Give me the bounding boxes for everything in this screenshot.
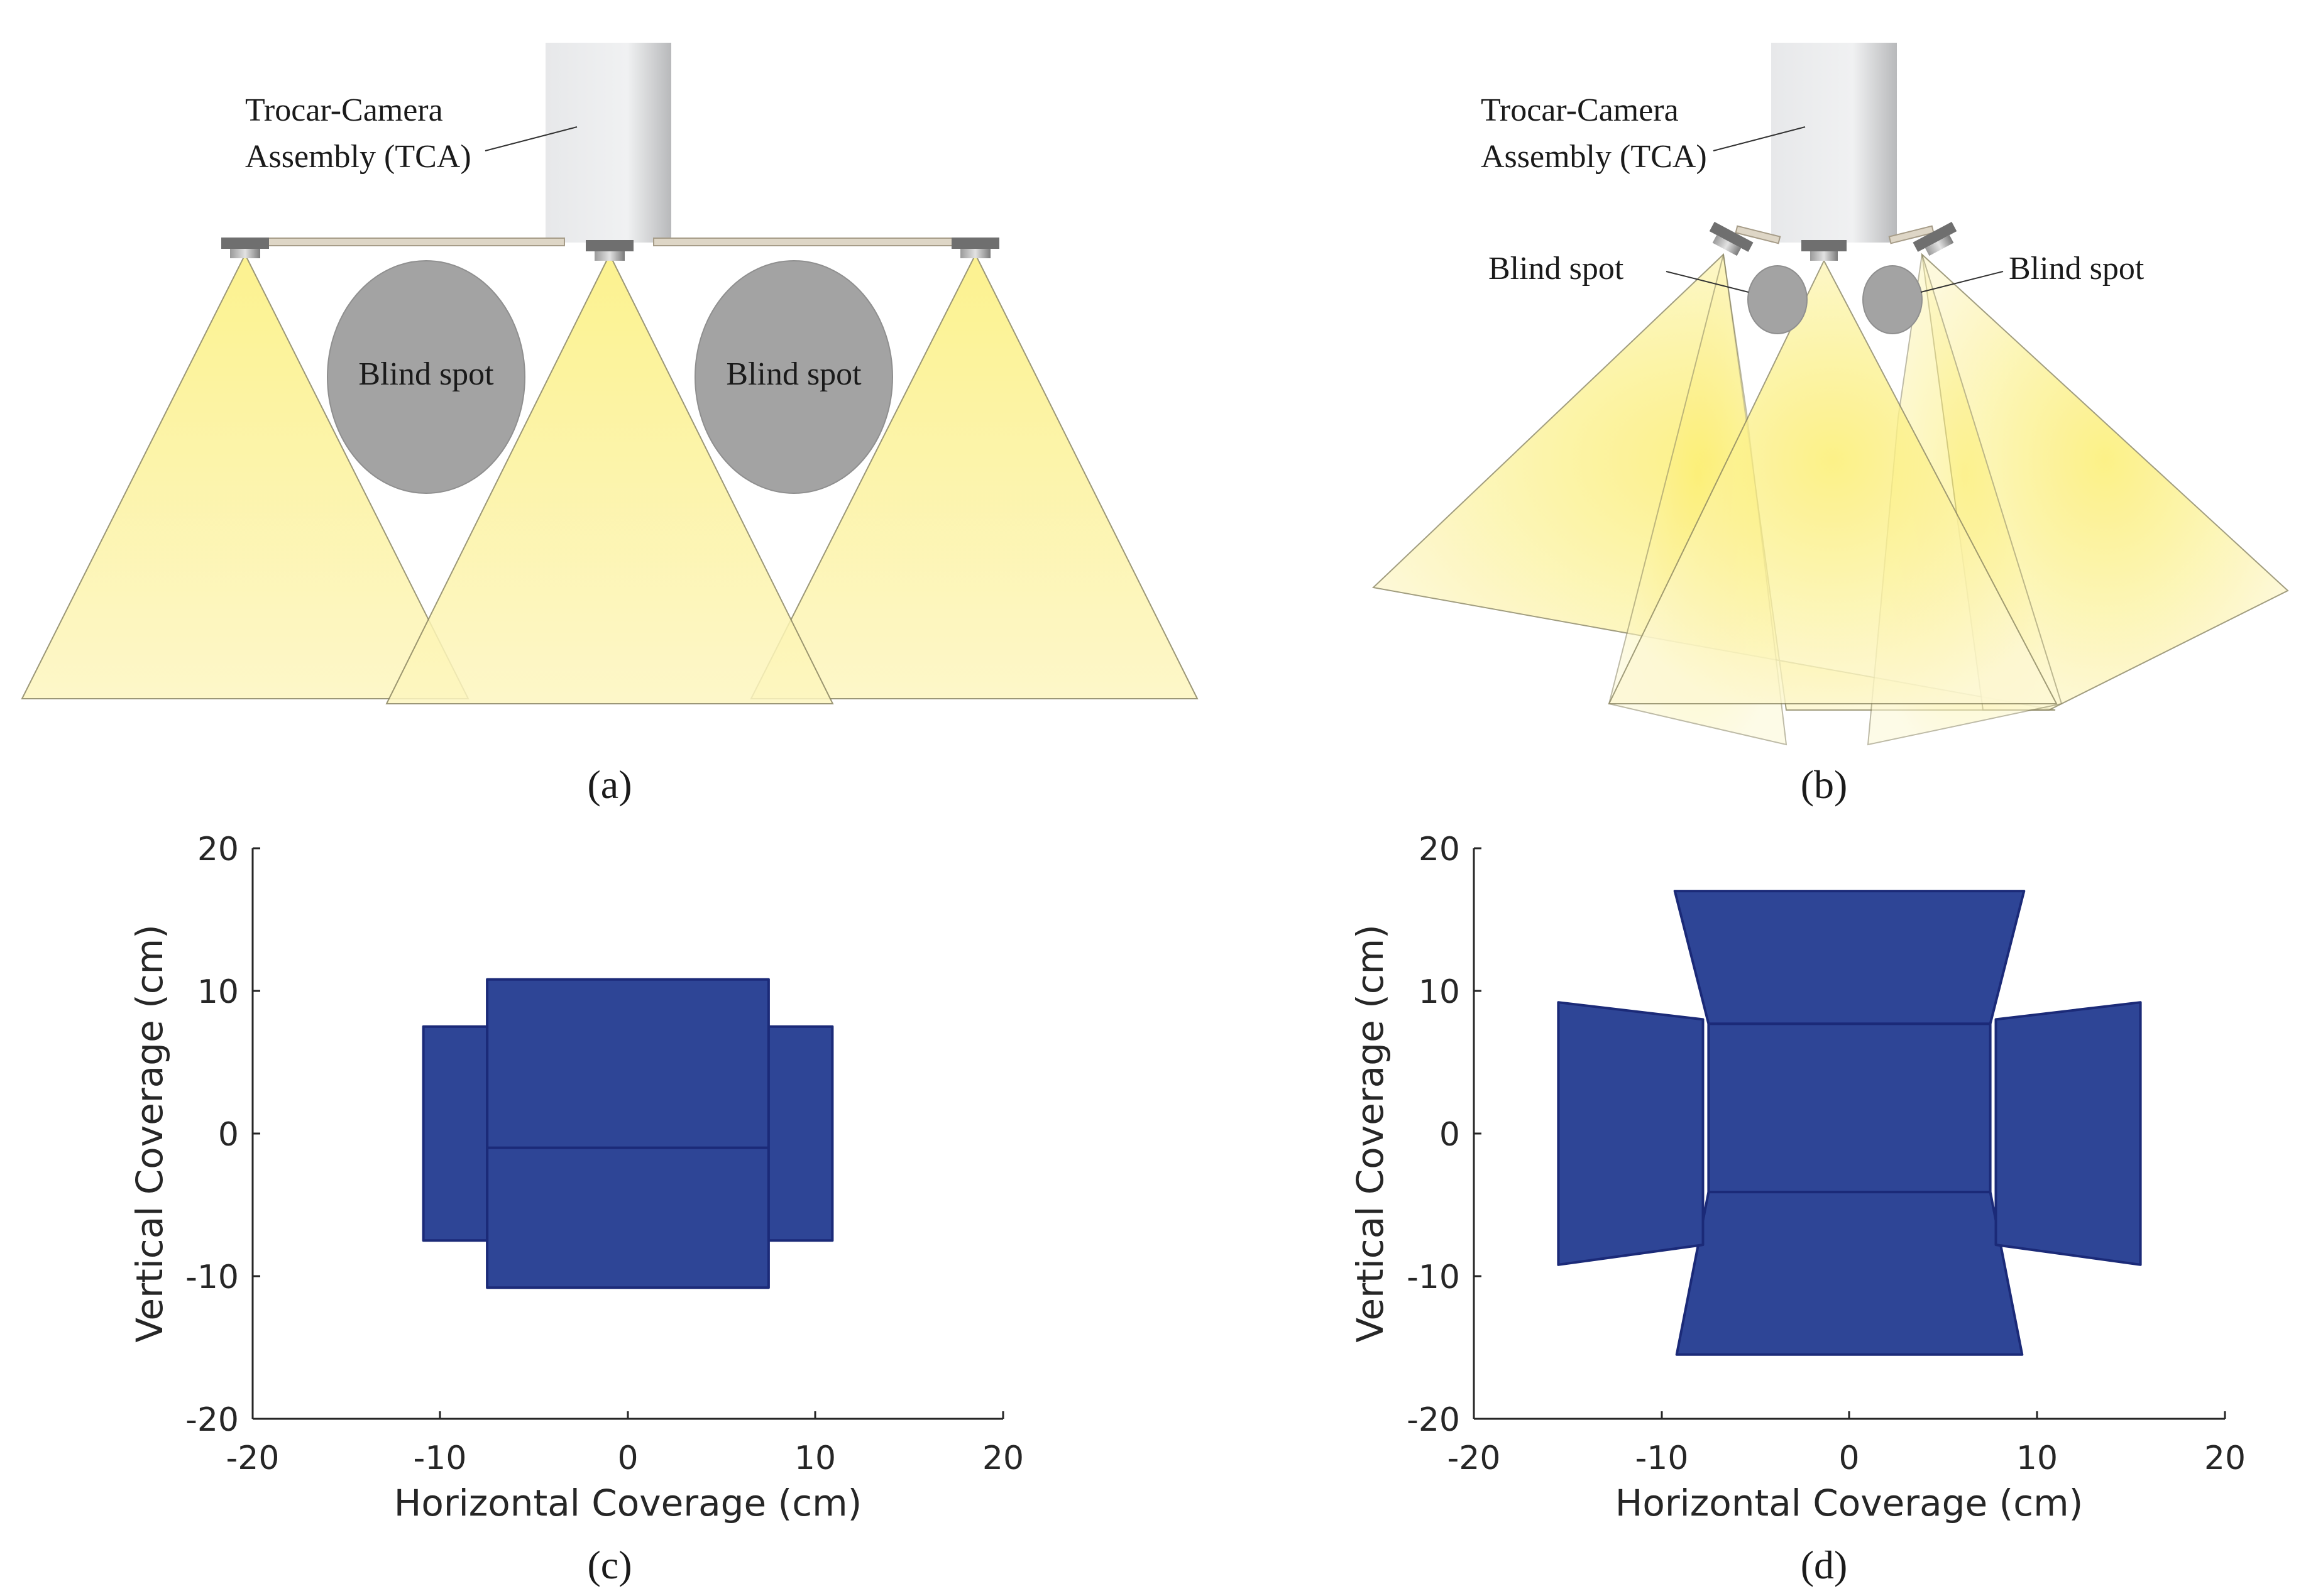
light-cone-center xyxy=(385,253,834,704)
chart-c-polygons xyxy=(422,978,834,1289)
blind-spot-right xyxy=(1862,265,1923,334)
blind-spot-label-left: Blind spot xyxy=(358,356,494,392)
y-tick-label: 0 xyxy=(218,1116,239,1154)
y-tick-label: -20 xyxy=(1407,1401,1460,1439)
y-ticks-c xyxy=(253,847,260,1420)
coverage-polygon xyxy=(1675,1191,2024,1356)
tca-label-line2: Assembly (TCA) xyxy=(245,139,471,175)
coverage-polygon xyxy=(1673,890,2026,1025)
panel-a: Blind spot Blind spot Trocar-Camera Asse… xyxy=(21,43,1199,807)
x-tick-label: -20 xyxy=(226,1440,280,1477)
tca-leader-line xyxy=(485,126,578,151)
blind-spot-leader-right xyxy=(1920,271,2004,293)
y-tick-label: -10 xyxy=(185,1259,239,1296)
coverage-polygon xyxy=(767,1025,834,1242)
x-tick-label: -10 xyxy=(414,1440,467,1477)
blind-spot-label-left: Blind spot xyxy=(1488,251,1624,287)
y-tick-label: -10 xyxy=(1407,1259,1460,1296)
y-tick-label: 10 xyxy=(1419,973,1460,1011)
camera-icon-left xyxy=(1709,221,1754,256)
blind-spot-left xyxy=(1747,265,1808,334)
x-ticks-c xyxy=(251,1411,1004,1419)
tca-arm-right xyxy=(1888,225,1935,244)
camera-icon-left xyxy=(221,238,269,258)
x-tick-label: 10 xyxy=(794,1440,836,1477)
x-tick-label: -10 xyxy=(1635,1440,1689,1477)
x-tick-label: 0 xyxy=(1838,1440,1859,1477)
caption-a: (a) xyxy=(587,762,632,807)
coverage-polygon xyxy=(1707,1022,1992,1194)
tca-arm-right xyxy=(653,238,972,246)
panel-d: -20 -10 0 10 20 20 10 0 -10 -20 Horizont… xyxy=(1349,831,2246,1587)
light-cone-left xyxy=(21,253,470,699)
y-ticks-d xyxy=(1474,847,1481,1420)
tca-cylinder xyxy=(546,43,671,243)
coverage-polygon xyxy=(1557,1001,1705,1266)
x-tick-label: -20 xyxy=(1447,1440,1501,1477)
caption-b: (b) xyxy=(1801,762,1848,807)
y-tick-label: 20 xyxy=(1419,831,1460,868)
blind-spot-right xyxy=(695,260,893,494)
y-tick-label: 0 xyxy=(1439,1116,1460,1154)
tca-label-line1: Trocar-Camera xyxy=(245,92,443,128)
camera-icon-right xyxy=(952,238,999,258)
coverage-polygon xyxy=(1994,1001,2142,1266)
y-axis-label: Vertical Coverage (cm) xyxy=(128,924,171,1343)
x-axis-label: Horizontal Coverage (cm) xyxy=(394,1482,862,1524)
blind-spot-label-right: Blind spot xyxy=(726,356,862,392)
x-ticks-d xyxy=(1473,1411,2226,1419)
blind-spot-leader-left xyxy=(1666,271,1749,293)
x-tick-label: 10 xyxy=(2016,1440,2058,1477)
tca-label-line2: Assembly (TCA) xyxy=(1481,139,1707,175)
camera-icon-center xyxy=(1801,240,1847,261)
y-tick-label: 20 xyxy=(197,831,239,868)
blind-spot-left xyxy=(327,260,525,494)
coverage-polygon xyxy=(486,978,770,1149)
x-tick-label: 20 xyxy=(982,1440,1024,1477)
tca-leader-line xyxy=(1713,126,1806,151)
y-tick-label: -20 xyxy=(185,1401,239,1439)
coverage-polygon xyxy=(486,1146,770,1289)
caption-d: (d) xyxy=(1801,1543,1848,1587)
y-axis-label: Vertical Coverage (cm) xyxy=(1349,924,1392,1343)
y-tick-label: 10 xyxy=(197,973,239,1011)
tca-arm-left xyxy=(1735,225,1781,244)
x-axis-label: Horizontal Coverage (cm) xyxy=(1615,1482,2084,1524)
coverage-polygon xyxy=(422,1025,489,1242)
tca-label-line1: Trocar-Camera xyxy=(1481,92,1679,128)
chart-d-polygons xyxy=(1557,890,2142,1356)
light-cone-center xyxy=(1608,259,2058,704)
camera-icon-right xyxy=(1913,221,1957,256)
tca-cylinder xyxy=(1771,43,1897,243)
panel-b: Blind spot Blind spot Trocar-Camera Asse… xyxy=(1371,43,2289,807)
blind-spot-label-right: Blind spot xyxy=(2009,251,2145,287)
panel-c: -20 -10 0 10 20 20 10 0 -10 -20 Horizont… xyxy=(128,831,1024,1587)
x-tick-label: 0 xyxy=(617,1440,638,1477)
x-tick-label: 20 xyxy=(2204,1440,2246,1477)
caption-c: (c) xyxy=(587,1543,632,1587)
light-cone-right xyxy=(750,253,1199,699)
camera-icon-center xyxy=(586,240,634,261)
tca-arm-left xyxy=(254,238,565,246)
